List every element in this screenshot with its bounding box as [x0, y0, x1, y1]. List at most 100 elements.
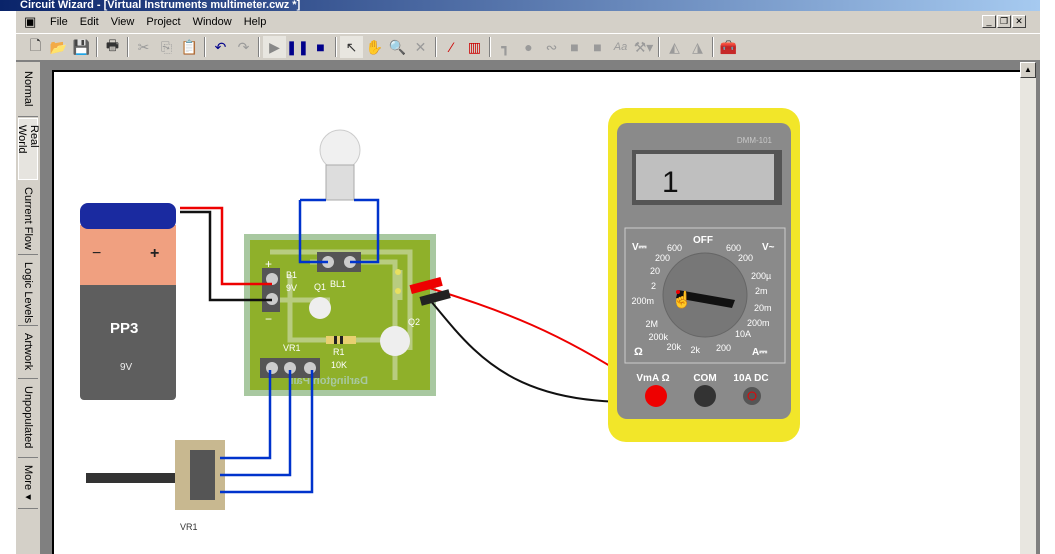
svg-text:BL1: BL1	[330, 279, 346, 289]
undo-icon[interactable]: ↶	[214, 38, 227, 55]
svg-text:600: 600	[726, 243, 741, 253]
node-icon[interactable]: ●	[524, 39, 533, 55]
paste-icon[interactable]: 📋	[180, 38, 199, 55]
svg-text:10K: 10K	[331, 360, 347, 370]
svg-text:+: +	[150, 245, 159, 262]
svg-text:Ω: Ω	[634, 346, 643, 358]
square-icon[interactable]: ■	[593, 39, 602, 55]
pan-hand-icon[interactable]: ✋	[365, 38, 384, 55]
svg-text:B1: B1	[286, 270, 297, 280]
jack-10a	[743, 387, 761, 405]
menu-project[interactable]: Project	[146, 16, 181, 28]
rotate-right-icon[interactable]: ◮	[692, 38, 703, 55]
menu-bar: ▣ File Edit View Project Window Help _❐✕	[16, 11, 1040, 33]
toolbar: 🗋 📂 💾 🖶 ✂ ⎘ 📋 ↶ ↷ ▶ ❚❚ ■ ↖ ✋ 🔍 ✕ ⁄ ▥ ┓ ●…	[16, 33, 1040, 60]
toolbox-icon[interactable]: 🧰	[719, 38, 738, 55]
pause-icon[interactable]: ❚❚	[285, 38, 310, 55]
svg-text:VR1: VR1	[180, 522, 198, 532]
transistor-q1	[309, 297, 331, 319]
rectangle-icon[interactable]: ■	[570, 39, 579, 55]
tab-normal[interactable]: Normal	[18, 65, 38, 117]
menu-file[interactable]: File	[50, 16, 68, 28]
svg-text:20m: 20m	[754, 303, 772, 313]
svg-text:1: 1	[662, 166, 679, 199]
delete-icon[interactable]: ✕	[414, 38, 427, 55]
text-icon[interactable]: Aa	[613, 41, 628, 53]
svg-text:V~: V~	[762, 242, 775, 253]
tab-unpopulated[interactable]: Unpopulated	[18, 380, 38, 458]
window-title: Circuit Wizard - [Virtual Instruments mu…	[20, 0, 301, 11]
svg-text:V⎓: V⎓	[632, 242, 647, 253]
multimeter-dmm101[interactable]: DMM-101 1 OFF V⎓ V~ Ω A⎓ 600 200 20 2 20…	[608, 108, 800, 442]
menu-view[interactable]: View	[110, 16, 135, 28]
print-icon[interactable]: 🖶	[105, 37, 120, 53]
dial-pointer	[676, 290, 735, 308]
custom-tool-icon[interactable]: ⚒▾	[633, 38, 654, 55]
transistor-q2	[380, 326, 410, 356]
tab-artwork[interactable]: Artwork	[18, 327, 38, 379]
svg-text:2m: 2m	[755, 286, 768, 296]
tab-current-flow[interactable]: Current Flow	[18, 181, 38, 255]
title-bar: Circuit Wizard - [Virtual Instruments mu…	[0, 0, 1040, 11]
open-icon[interactable]: 📂	[49, 38, 68, 55]
select-icon[interactable]: ↖	[340, 36, 363, 58]
circuit-drawing: B1 9V + − BL1 Q1 Q2 VR1 R1 10K Darlingto…	[80, 108, 800, 532]
scroll-up-button[interactable]: ▲	[1020, 62, 1036, 78]
svg-text:200: 200	[738, 253, 753, 263]
pcb-darlington-pair[interactable]: B1 9V + − BL1 Q1 Q2 VR1 R1 10K Darlingto…	[244, 234, 436, 396]
vertical-scrollbar[interactable]: ▲	[1020, 62, 1036, 554]
menu-window[interactable]: Window	[192, 16, 232, 28]
mdi-restore-button[interactable]: ❐	[997, 15, 1011, 28]
svg-text:200m: 200m	[631, 296, 654, 306]
app-icon[interactable]: ▣	[24, 14, 37, 29]
tab-logic-levels[interactable]: Logic Levels	[18, 256, 38, 326]
svg-text:2k: 2k	[690, 345, 700, 355]
cut-icon[interactable]: ✂	[137, 38, 150, 55]
svg-text:VmA Ω: VmA Ω	[636, 373, 669, 384]
zoom-icon[interactable]: 🔍	[388, 38, 407, 55]
svg-text:Q2: Q2	[408, 317, 420, 327]
lamp-bl1[interactable]	[298, 129, 380, 264]
stop-icon[interactable]: ■	[316, 39, 325, 55]
wire-icon[interactable]: ┓	[501, 38, 510, 55]
mdi-close-button[interactable]: ✕	[1012, 15, 1026, 28]
svg-text:PP3: PP3	[110, 320, 138, 337]
view-tabs: Normal Real World Current Flow Logic Lev…	[16, 62, 40, 554]
svg-text:20: 20	[650, 266, 660, 276]
svg-text:2M: 2M	[645, 319, 658, 329]
tab-more[interactable]: More ◂	[18, 459, 38, 509]
copy-icon[interactable]: ⎘	[160, 38, 173, 55]
menu-edit[interactable]: Edit	[79, 16, 99, 28]
svg-text:−: −	[265, 312, 272, 326]
play-icon[interactable]: ▶	[263, 36, 286, 58]
svg-text:2: 2	[651, 281, 656, 291]
svg-text:200m: 200m	[747, 318, 770, 328]
battery-pp3[interactable]: − + PP3 9V	[80, 203, 272, 400]
svg-text:10A DC: 10A DC	[733, 373, 768, 384]
svg-text:DMM-101: DMM-101	[737, 136, 773, 145]
svg-text:200µ: 200µ	[751, 271, 771, 281]
svg-text:OFF: OFF	[693, 235, 713, 246]
svg-text:R1: R1	[333, 347, 345, 357]
potentiometer-vr1[interactable]: VR1	[86, 370, 314, 532]
rotate-left-icon[interactable]: ◭	[669, 38, 680, 55]
save-icon[interactable]: 💾	[72, 38, 91, 55]
redo-icon[interactable]: ↷	[237, 38, 250, 55]
new-icon[interactable]: 🗋	[29, 37, 42, 53]
jack-com	[694, 385, 716, 407]
svg-text:9V: 9V	[120, 362, 133, 373]
mdi-minimize-button[interactable]: _	[982, 15, 996, 28]
svg-text:200k: 200k	[648, 332, 668, 342]
svg-text:9V: 9V	[286, 283, 297, 293]
jack-vma-ohm	[645, 385, 667, 407]
svg-text:200: 200	[716, 343, 731, 353]
hand-cursor-icon: ☝	[672, 290, 692, 309]
svg-text:10A: 10A	[735, 329, 751, 339]
graph-icon[interactable]: ▥	[467, 38, 482, 55]
svg-text:600: 600	[667, 243, 682, 253]
menu-help[interactable]: Help	[243, 16, 267, 28]
multimeter-display	[636, 154, 774, 200]
probe-icon[interactable]: ⁄	[450, 39, 453, 55]
tab-real-world[interactable]: Real World	[16, 118, 40, 180]
curve-icon[interactable]: ∾	[545, 38, 558, 55]
